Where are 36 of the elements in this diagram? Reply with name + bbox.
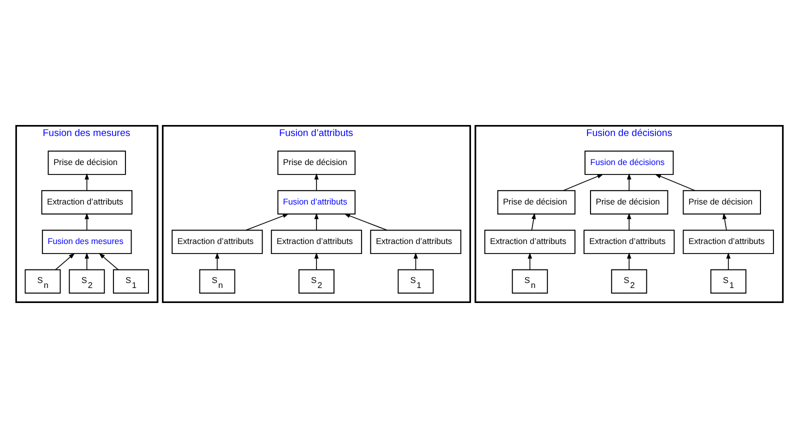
node-box: Prise de décision [590, 190, 668, 214]
arrow [314, 252, 319, 270]
node-box: Extraction d’attributs [370, 230, 462, 254]
arrow [528, 252, 532, 270]
node-box: Fusion d’attributs [277, 190, 356, 214]
arrow [314, 212, 319, 231]
arrow [98, 252, 119, 270]
arrow [314, 173, 319, 192]
arrow [344, 214, 388, 231]
node-box: Fusion des mesures [42, 230, 132, 254]
node-box: Prise de décision [277, 150, 356, 175]
node-box: Prise de décision [48, 150, 126, 175]
arrow [654, 174, 696, 192]
arrow [84, 212, 90, 231]
arrow [626, 252, 632, 270]
arrow [84, 173, 90, 192]
node-box: Extraction d’attributs [584, 230, 675, 254]
arrow [246, 214, 290, 231]
arrow [626, 173, 632, 192]
node-box: Extraction d’attributs [172, 230, 263, 254]
arrow [562, 174, 604, 192]
arrow [215, 252, 220, 270]
arrow [414, 252, 418, 270]
arrow [626, 212, 632, 231]
arrow [726, 252, 731, 270]
node-box: Extraction d’attributs [41, 190, 132, 214]
node-box: Fusion de décisions [584, 150, 674, 175]
arrow [84, 252, 90, 270]
arrow [55, 252, 75, 270]
node-box: Extraction d’attributs [484, 230, 576, 254]
node-box: Extraction d’attributs [270, 230, 362, 254]
arrow [531, 212, 536, 231]
node-box: Extraction d’attributs [682, 230, 774, 254]
arrow [722, 212, 727, 231]
node-box: Prise de décision [497, 190, 576, 214]
node-box: Prise de décision [682, 190, 761, 214]
